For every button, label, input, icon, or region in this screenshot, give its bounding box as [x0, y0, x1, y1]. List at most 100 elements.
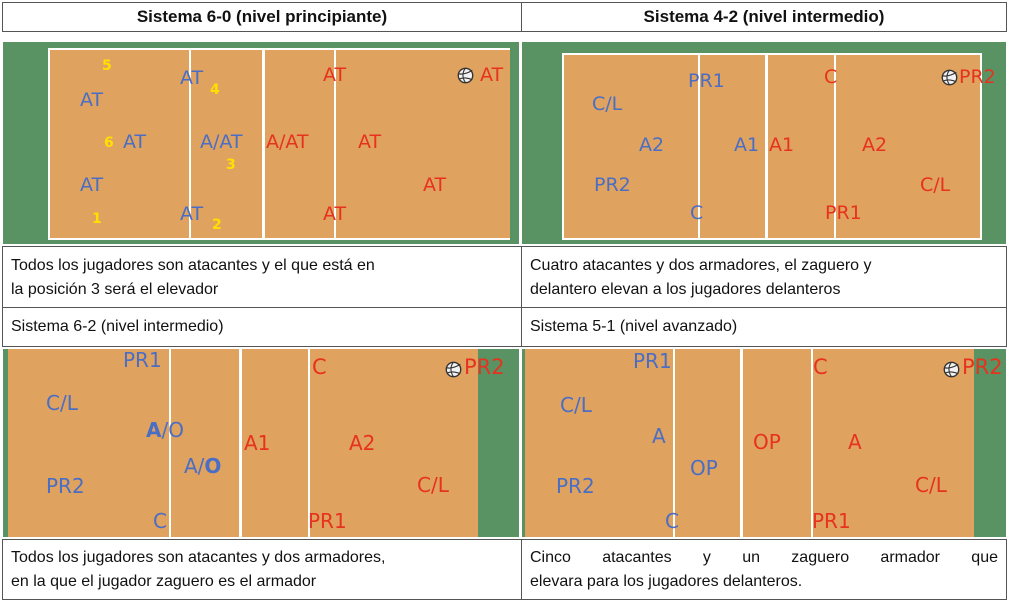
court-line	[48, 48, 50, 240]
player-label-blue: A	[652, 424, 666, 448]
attack-line	[169, 349, 171, 537]
description-sistema-6-2: Todos los jugadores son atacantes y dos …	[2, 539, 522, 600]
player-label-red: A	[848, 430, 862, 454]
player-label-red: PR1	[308, 509, 347, 533]
setter-suffix: /O	[161, 418, 184, 442]
attack-line	[673, 349, 675, 537]
player-label-red: AT	[423, 174, 447, 196]
court-surface	[525, 349, 974, 537]
player-label-blue: C/L	[592, 93, 623, 115]
player-label-blue: A/O	[184, 456, 221, 476]
court-line	[48, 48, 510, 50]
court-surface	[48, 48, 510, 240]
player-label-blue: AT	[123, 131, 147, 153]
player-label-red: A1	[769, 134, 795, 156]
position-number: 4	[210, 82, 220, 98]
volleyball-icon	[943, 361, 960, 378]
player-label-blue: A2	[639, 134, 665, 156]
player-label-red: AT	[480, 64, 504, 86]
player-label-red: AT	[358, 131, 382, 153]
player-label-red: AT	[323, 64, 347, 86]
player-label-blue: PR2	[46, 474, 85, 498]
player-label-red: A2	[862, 134, 888, 156]
player-label-blue: A/O	[146, 420, 184, 440]
player-label-red: PR1	[812, 509, 851, 533]
attack-line	[189, 48, 191, 240]
description-sistema-4-2: Cuatro atacantes y dos armadores, el zag…	[521, 246, 1007, 308]
net-line	[740, 349, 743, 537]
header-sistema-5-1: Sistema 5-1 (nivel avanzado)	[521, 307, 1007, 347]
player-label-blue: AT	[180, 67, 204, 89]
net-line	[765, 53, 768, 240]
player-label-blue: C	[153, 509, 167, 533]
player-label-red: C	[824, 66, 838, 88]
player-label-blue: PR2	[556, 474, 595, 498]
player-label-blue: A1	[734, 134, 760, 156]
description-line: la posición 3 será el elevador	[11, 281, 219, 298]
player-label-red: C	[312, 355, 327, 379]
header-sistema-4-2: Sistema 4-2 (nivel intermedio)	[521, 2, 1007, 32]
court-sistema-6-2: PR1 C/L A/O A/O PR2 C C PR2 A1 A2 C/L PR…	[3, 349, 519, 537]
player-label-red: C/L	[417, 473, 449, 497]
player-label-red: PR2	[962, 355, 1003, 379]
court-sistema-4-2: PR1 C/L A2 A1 PR2 C C PR2 A1 A2 C/L PR1	[522, 42, 1006, 244]
player-label-blue: A/AT	[200, 131, 243, 153]
player-label-red: PR1	[825, 202, 862, 224]
attack-line	[308, 349, 310, 537]
court-line	[980, 53, 982, 240]
volleyball-icon	[457, 67, 474, 84]
attack-line	[698, 53, 700, 240]
court-line	[48, 238, 510, 240]
attack-line	[811, 349, 813, 537]
court-surface	[8, 349, 478, 537]
court-line	[562, 53, 982, 55]
court-line	[562, 53, 564, 240]
player-label-red: C	[813, 355, 828, 379]
player-label-blue: PR1	[688, 70, 725, 92]
court-surface	[562, 53, 982, 240]
player-label-blue: C	[665, 509, 679, 533]
position-number: 3	[226, 157, 236, 173]
player-label-blue: OP	[690, 456, 718, 480]
player-label-red: A1	[244, 431, 271, 455]
description-line: elevara para los jugadores delanteros.	[530, 573, 803, 590]
description-line: Todos los jugadores son atacantes y el q…	[11, 257, 375, 274]
description-line: en la que el jugador zaguero es el armad…	[11, 573, 317, 590]
player-label-blue: AT	[180, 203, 204, 225]
player-label-blue: PR1	[123, 349, 162, 372]
position-number: 1	[92, 211, 102, 227]
player-label-blue: AT	[80, 89, 104, 111]
player-label-blue: PR2	[594, 174, 631, 196]
description-line: Todos los jugadores son atacantes y dos …	[11, 549, 386, 566]
player-label-red: AT	[323, 203, 347, 225]
header-sistema-6-0: Sistema 6-0 (nivel principiante)	[2, 2, 522, 32]
opposite-letter: O	[204, 454, 222, 478]
player-label-red: A/AT	[266, 131, 309, 153]
setter-letter: A	[146, 418, 162, 442]
attack-line	[334, 48, 336, 240]
volleyball-icon	[445, 361, 462, 378]
player-label-red: OP	[753, 430, 781, 454]
description-sistema-5-1: Cinco atacantes y un zaguero armador que…	[521, 539, 1007, 600]
setter-prefix: A/	[184, 454, 205, 478]
player-label-red: PR2	[464, 355, 505, 379]
player-label-blue: C/L	[560, 393, 592, 417]
header-sistema-6-2: Sistema 6-2 (nivel intermedio)	[2, 307, 522, 347]
player-label-red: PR2	[959, 66, 996, 88]
net-line	[239, 349, 242, 537]
player-label-red: C/L	[920, 174, 951, 196]
player-label-blue: C	[690, 202, 704, 224]
court-line	[562, 238, 982, 240]
position-number: 2	[212, 217, 222, 233]
description-sistema-6-0: Todos los jugadores son atacantes y el q…	[2, 246, 522, 308]
player-label-red: C/L	[915, 473, 947, 497]
net-line	[262, 48, 265, 240]
attack-line	[834, 53, 836, 240]
player-label-blue: PR1	[633, 349, 672, 373]
volleyball-icon	[941, 69, 958, 86]
description-line: Cuatro atacantes y dos armadores, el zag…	[530, 257, 872, 274]
position-number: 6	[104, 135, 114, 151]
description-line: Cinco atacantes y un zaguero armador que	[530, 549, 998, 566]
player-label-blue: C/L	[46, 391, 78, 415]
